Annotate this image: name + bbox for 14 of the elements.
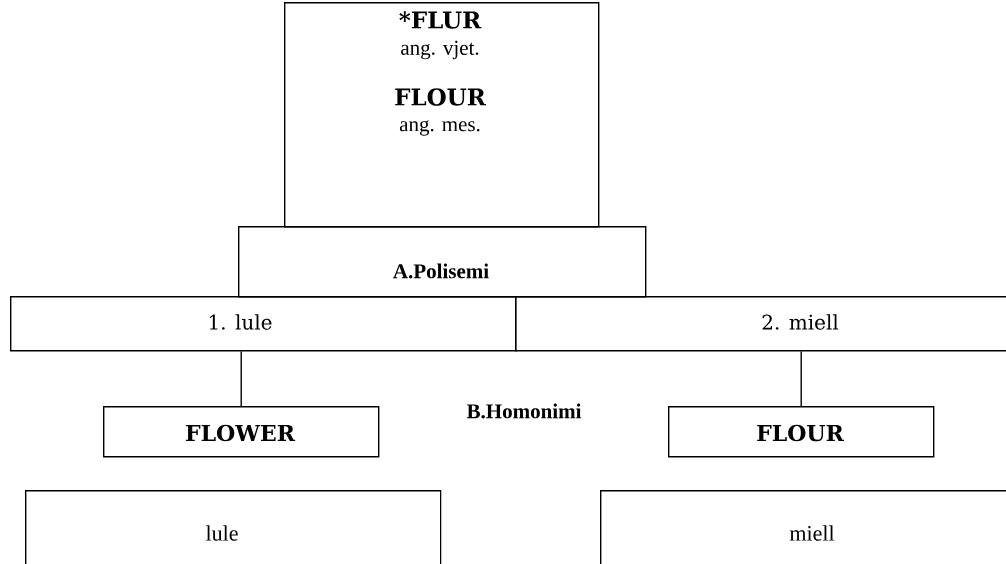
box-text: FLOUR: [757, 424, 844, 442]
box-text: 2. miell: [762, 314, 839, 330]
box-text: FLOUR: [395, 88, 486, 106]
box-text: miell: [789, 525, 835, 541]
box-text: 1. lule: [209, 314, 272, 330]
connector-line: [800, 350, 802, 407]
box-text: ang. mes.: [399, 120, 480, 136]
box-text: FLOWER: [186, 424, 296, 442]
connector-line: [240, 350, 242, 407]
box-text: ang. vjet.: [401, 40, 479, 60]
box-text: A.Polisemi: [393, 263, 489, 279]
box-text: lule: [205, 525, 238, 541]
box-text: *FLUR: [399, 11, 482, 29]
section-label: B.Homonimi: [466, 403, 582, 419]
